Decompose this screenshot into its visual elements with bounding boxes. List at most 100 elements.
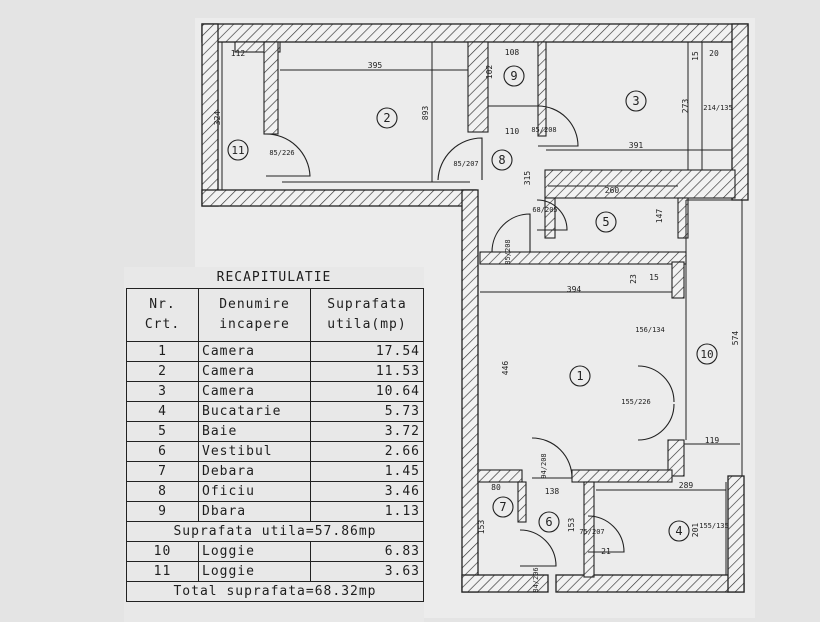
row-area: 3.46	[310, 481, 424, 502]
row-name: Debara	[198, 461, 311, 482]
dimension-label: 446	[501, 361, 510, 376]
dimension-label: 574	[731, 331, 740, 346]
room-number: 10	[700, 348, 713, 361]
column-header: Suprafata utila(mp)	[310, 288, 424, 342]
row-name: Camera	[198, 341, 311, 362]
row-nr: 3	[126, 381, 199, 402]
dimension-label: 102	[485, 65, 494, 80]
row-area: 1.45	[310, 461, 424, 482]
row-nr: 11	[126, 561, 199, 582]
dimension-label: 119	[705, 436, 720, 445]
room-number: 2	[383, 111, 390, 125]
window-label: 155/135	[699, 522, 729, 530]
row-nr: 7	[126, 461, 199, 482]
dimension-label: 15	[691, 51, 700, 61]
row-nr: 5	[126, 421, 199, 442]
door-label: 85/207	[453, 160, 478, 168]
row-area: 11.53	[310, 361, 424, 382]
dimension-label: 112	[231, 49, 246, 58]
row-name: Oficiu	[198, 481, 311, 502]
row-area: 3.63	[310, 561, 424, 582]
door-label: 94/208	[540, 453, 548, 478]
subtotal-text: Suprafata utila=57.86mp	[126, 521, 424, 542]
window-label: 214/135	[703, 104, 733, 112]
row-name: Baie	[198, 421, 311, 442]
dimension-label: 15	[649, 273, 659, 282]
dimension-label: 110	[505, 127, 520, 136]
total-row: Total suprafata=68.32mp	[126, 581, 424, 602]
row-area: 6.83	[310, 541, 424, 562]
door-label: 84/206	[532, 567, 540, 592]
dimension-label: 324	[213, 111, 222, 126]
interior-walls	[234, 41, 736, 578]
row-name: Camera	[198, 361, 311, 382]
row-area: 10.64	[310, 381, 424, 402]
dimension-label: 153	[567, 518, 576, 533]
door-label: 68/205	[532, 206, 557, 214]
row-area: 17.54	[310, 341, 424, 362]
dimension-label: 138	[545, 487, 560, 496]
table-header-row: Nr. Crt. Denumire incapere Suprafata uti…	[126, 288, 424, 342]
row-area: 5.73	[310, 401, 424, 422]
door-label: 155/226	[621, 398, 651, 406]
dimension-label: 20	[709, 49, 719, 58]
dimension-label: 289	[679, 481, 694, 490]
row-area: 1.13	[310, 501, 424, 522]
subtotal-row: Suprafata utila=57.86mp	[126, 521, 424, 542]
door-label: 156/134	[635, 326, 665, 334]
dimension-label: 201	[691, 523, 700, 538]
dimension-label: 80	[491, 483, 501, 492]
row-nr: 1	[126, 341, 199, 362]
dimension-label: 147	[655, 209, 664, 224]
row-name: Bucatarie	[198, 401, 311, 422]
row-name: Loggie	[198, 541, 311, 562]
door-label: 85/208	[531, 126, 556, 134]
room-number: 5	[602, 215, 609, 229]
row-name: Loggie	[198, 561, 311, 582]
room-labels	[227, 65, 718, 542]
row-nr: 9	[126, 501, 199, 522]
recap-panel: RECAPITULATIE Nr. Crt. Denumire incapere…	[124, 267, 424, 622]
room-number: 11	[231, 144, 244, 157]
row-name: Dbara	[198, 501, 311, 522]
row-area: 3.72	[310, 421, 424, 442]
row-nr: 10	[126, 541, 199, 562]
row-nr: 8	[126, 481, 199, 502]
column-header: Nr. Crt.	[126, 288, 199, 342]
row-nr: 6	[126, 441, 199, 462]
dimension-label: 394	[567, 285, 582, 294]
room-number: 6	[545, 515, 552, 529]
dimension-label: 23	[629, 274, 638, 284]
window-lines	[221, 41, 743, 575]
dimension-label: 260	[605, 186, 620, 195]
dimension-label: 108	[505, 48, 520, 57]
dimension-label: 893	[421, 106, 430, 121]
door-label: 75/207	[579, 528, 604, 536]
column-header: Denumire incapere	[198, 288, 311, 342]
recap-title: RECAPITULATIE	[216, 270, 332, 285]
row-name: Vestibul	[198, 441, 311, 462]
dimension-label: 315	[523, 171, 532, 186]
door-label: 85/208	[504, 239, 512, 264]
dimension-label: 391	[629, 141, 644, 150]
row-nr: 4	[126, 401, 199, 422]
room-number: 1	[576, 369, 583, 383]
room-number: 8	[498, 153, 505, 167]
outer-walls	[201, 23, 749, 593]
row-name: Camera	[198, 381, 311, 402]
room-number: 7	[499, 500, 506, 514]
room-number: 4	[675, 524, 682, 538]
dimension-label: 395	[368, 61, 383, 70]
room-number: 3	[632, 94, 639, 108]
